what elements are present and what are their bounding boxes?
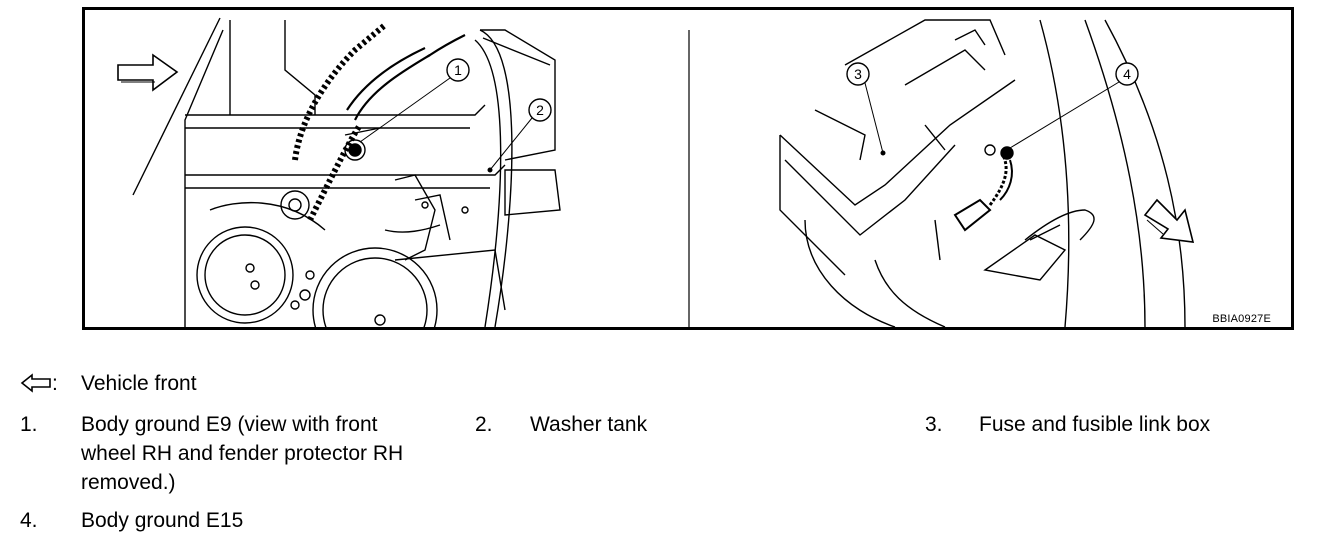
item-text-line: Washer tank [530, 413, 648, 436]
item-number: 1. [20, 413, 38, 436]
callout-2-marker [487, 98, 552, 173]
item-text-line: Body ground E9 (view with front [81, 413, 378, 436]
callout-3-label: 3 [854, 66, 862, 82]
callout-1-marker [359, 58, 470, 143]
callout-4-label: 4 [1123, 66, 1131, 82]
vehicle-front-arrow-left [117, 53, 179, 92]
item-text-line: removed.) [81, 471, 176, 494]
item-number: 2. [475, 413, 493, 436]
legend-colon: : [52, 372, 58, 395]
item-text-line: wheel RH and fender protector RH [81, 442, 404, 465]
item-text-line: Fuse and fusible link box [979, 413, 1211, 436]
item-number: 4. [20, 509, 38, 532]
figure-code: BBIA0927E [1212, 313, 1271, 325]
callout-3-marker [846, 62, 886, 156]
vehicle-front-arrow-right [1143, 198, 1195, 243]
callout-2-label: 2 [536, 102, 544, 118]
engine-compartment-drawing: 1 2 3 4 [117, 17, 1195, 327]
callout-1-label: 1 [454, 62, 462, 78]
vehicle-front-label: Vehicle front [81, 372, 197, 395]
item-number: 3. [925, 413, 943, 436]
callout-4-marker [1009, 62, 1139, 149]
diagram-figure: 1 2 3 4 BBIA0927E [82, 7, 1294, 330]
hollow-left-arrow-icon [20, 373, 51, 393]
item-text-line: Body ground E15 [81, 509, 244, 532]
